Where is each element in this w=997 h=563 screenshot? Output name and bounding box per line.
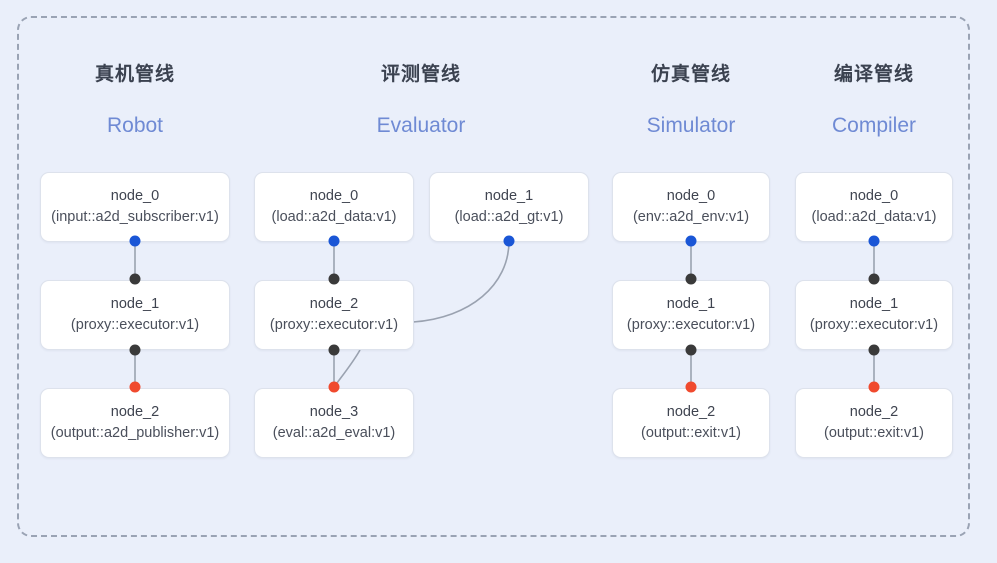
column-title-zh-robot: 真机管线 [94, 64, 175, 85]
port-output-robot-1[interactable] [129, 344, 141, 356]
node-subtitle: (load::a2d_data:v1) [271, 209, 397, 225]
node-subtitle: (input::a2d_subscriber:v1) [51, 209, 219, 225]
node-subtitle: (proxy::executor:v1) [70, 317, 200, 333]
node-title: node_0 [110, 188, 160, 204]
node-subtitle: (env::a2d_env:v1) [632, 209, 750, 225]
node-subtitle: (proxy::executor:v1) [269, 317, 399, 333]
node-evaluator-0[interactable]: node_0 (load::a2d_data:v1) [254, 172, 414, 242]
column-title-en-compiler: Compiler [831, 114, 917, 137]
port-input-simulator-1[interactable] [685, 273, 697, 285]
port-input-robot-1[interactable] [129, 273, 141, 285]
node-title: node_2 [666, 404, 716, 420]
port-output-compiler-1[interactable] [868, 344, 880, 356]
node-subtitle: (eval::a2d_eval:v1) [272, 425, 396, 441]
node-compiler-2[interactable]: node_2 (output::exit:v1) [795, 388, 953, 458]
node-title: node_2 [849, 404, 899, 420]
node-subtitle: (load::a2d_data:v1) [811, 209, 937, 225]
port-output-compiler-0[interactable] [868, 235, 880, 247]
port-output-simulator-0[interactable] [685, 235, 697, 247]
node-robot-0[interactable]: node_0 (input::a2d_subscriber:v1) [40, 172, 230, 242]
column-header-simulator: 仿真管线 Simulator [591, 63, 791, 139]
port-input-compiler-2[interactable] [868, 381, 880, 393]
node-title: node_1 [484, 188, 534, 204]
column-title-en-robot: Robot [106, 114, 164, 137]
column-title-zh-evaluator: 评测管线 [380, 64, 461, 85]
column-title-zh-compiler: 编译管线 [833, 64, 914, 85]
node-subtitle: (output::exit:v1) [641, 425, 741, 441]
node-subtitle: (proxy::executor:v1) [809, 317, 939, 333]
node-subtitle: (output::exit:v1) [824, 425, 924, 441]
column-title-en-evaluator: Evaluator [376, 114, 466, 137]
node-title: node_0 [849, 188, 899, 204]
node-evaluator-2[interactable]: node_2 (proxy::executor:v1) [254, 280, 414, 350]
port-output-evaluator-1[interactable] [503, 235, 515, 247]
node-title: node_1 [110, 296, 160, 312]
node-evaluator-3[interactable]: node_3 (eval::a2d_eval:v1) [254, 388, 414, 458]
pipeline-group-frame [17, 16, 970, 537]
port-output-evaluator-0[interactable] [328, 235, 340, 247]
node-title: node_0 [309, 188, 359, 204]
node-title: node_1 [666, 296, 716, 312]
node-simulator-2[interactable]: node_2 (output::exit:v1) [612, 388, 770, 458]
port-input-evaluator-2[interactable] [328, 273, 340, 285]
node-compiler-0[interactable]: node_0 (load::a2d_data:v1) [795, 172, 953, 242]
node-title: node_2 [110, 404, 160, 420]
node-title: node_2 [309, 296, 359, 312]
node-evaluator-1[interactable]: node_1 (load::a2d_gt:v1) [429, 172, 589, 242]
port-input-robot-2[interactable] [129, 381, 141, 393]
port-output-robot-0[interactable] [129, 235, 141, 247]
column-title-en-simulator: Simulator [646, 114, 736, 137]
port-output-evaluator-2[interactable] [328, 344, 340, 356]
column-header-robot: 真机管线 Robot [35, 63, 235, 139]
node-subtitle: (output::a2d_publisher:v1) [50, 425, 220, 441]
node-title: node_3 [309, 404, 359, 420]
port-input-compiler-1[interactable] [868, 273, 880, 285]
node-subtitle: (load::a2d_gt:v1) [454, 209, 564, 225]
node-subtitle: (proxy::executor:v1) [626, 317, 756, 333]
node-simulator-0[interactable]: node_0 (env::a2d_env:v1) [612, 172, 770, 242]
node-robot-1[interactable]: node_1 (proxy::executor:v1) [40, 280, 230, 350]
column-title-zh-simulator: 仿真管线 [650, 64, 731, 85]
node-title: node_0 [666, 188, 716, 204]
column-header-evaluator: 评测管线 Evaluator [321, 63, 521, 139]
node-robot-2[interactable]: node_2 (output::a2d_publisher:v1) [40, 388, 230, 458]
node-simulator-1[interactable]: node_1 (proxy::executor:v1) [612, 280, 770, 350]
column-header-compiler: 编译管线 Compiler [774, 63, 974, 139]
node-compiler-1[interactable]: node_1 (proxy::executor:v1) [795, 280, 953, 350]
port-output-simulator-1[interactable] [685, 344, 697, 356]
port-input-evaluator-3[interactable] [328, 381, 340, 393]
port-input-simulator-2[interactable] [685, 381, 697, 393]
node-title: node_1 [849, 296, 899, 312]
